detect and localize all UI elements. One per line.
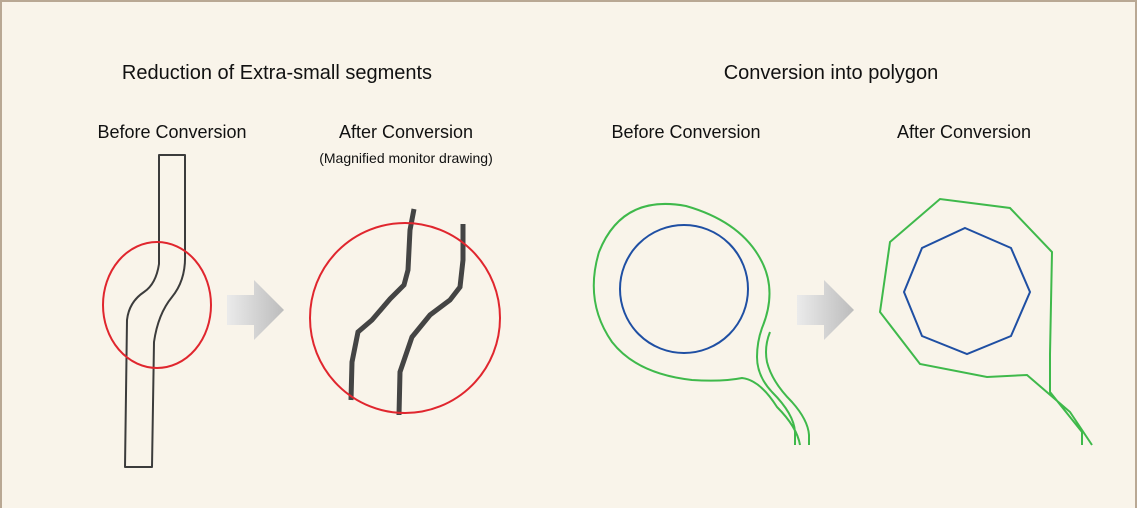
arrow-right-icon — [797, 280, 854, 340]
pad-tail-inner — [765, 331, 810, 445]
pad-outline-polygon — [878, 197, 1093, 446]
hole-polygon — [902, 226, 1032, 356]
label-before-conversion-reduction: Before Conversion — [97, 122, 247, 142]
label-after-conversion-reduction: After Conversion — [338, 122, 474, 142]
highlight-circle-magnified — [309, 222, 501, 414]
pad-outline-round — [592, 202, 801, 446]
arrow-right-icon — [227, 280, 284, 340]
trace-before — [124, 154, 187, 468]
trace-after-magnified — [348, 208, 466, 416]
label-before-conversion-polygon: Before Conversion — [611, 122, 761, 142]
label-after-conversion-polygon: After Conversion — [896, 122, 1032, 142]
label-magnified-note: (Magnified monitor drawing) — [319, 150, 493, 166]
hole-circle — [619, 224, 749, 354]
section-title-reduction: Reduction of Extra-small segments — [121, 62, 433, 84]
highlight-circle-small — [102, 241, 212, 369]
section-title-polygon: Conversion into polygon — [723, 62, 939, 84]
